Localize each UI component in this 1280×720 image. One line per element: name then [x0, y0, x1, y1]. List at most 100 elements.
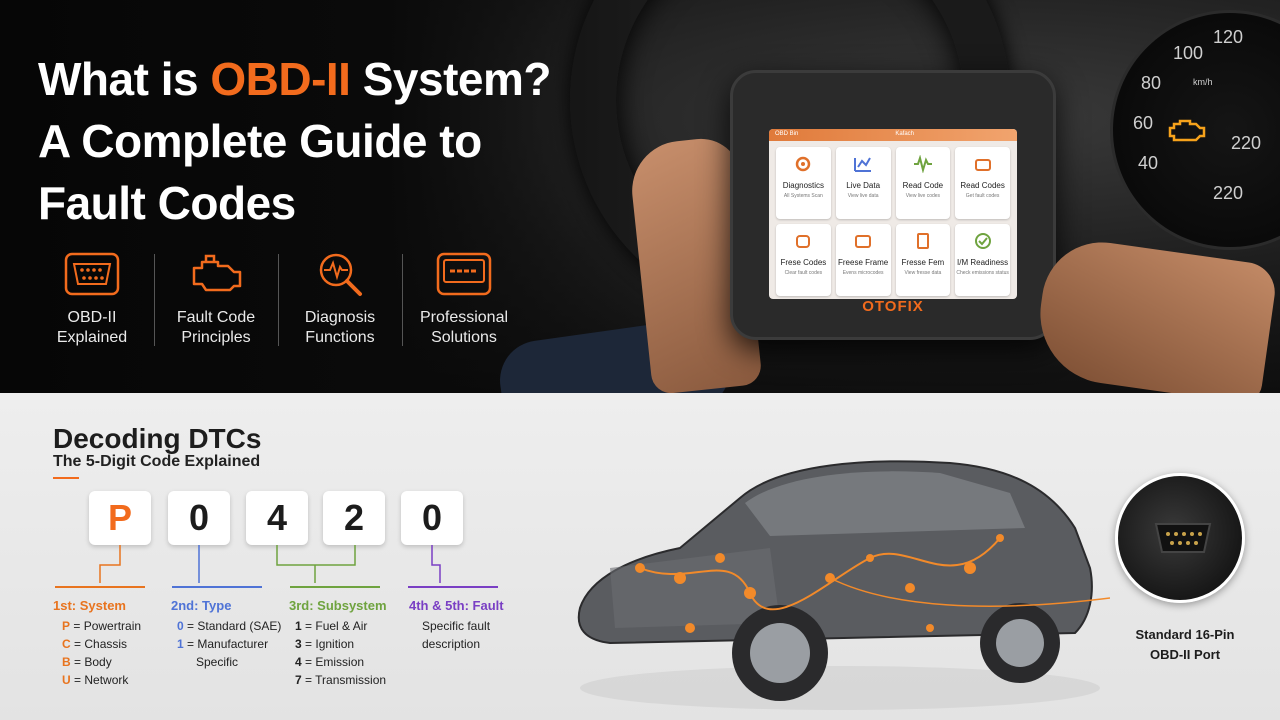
tile-im-readiness[interactable]: I/M Readiness Check emissions status — [955, 224, 1010, 296]
feature-label: Professional Solutions — [419, 309, 509, 346]
chart-icon — [854, 157, 872, 172]
title-accent: OBD-II — [210, 53, 351, 105]
col-fault-head: 4th & 5th: Fault — [409, 598, 504, 613]
gauge-mark: 220 — [1213, 183, 1244, 203]
screen-status-bar: OBD Bin Kafach — [769, 129, 1017, 141]
tile-name: Freese Frame — [838, 258, 889, 267]
port-label-line2: OBD-II Port — [1149, 647, 1221, 662]
engine-icon — [192, 254, 242, 292]
gauge-unit: km/h — [1193, 77, 1213, 87]
list-item: 7 = Transmission — [295, 673, 387, 687]
tile-sub: View live codes — [905, 193, 941, 199]
feature-label: OBD-II Explained — [56, 309, 128, 346]
tile-diagnostics[interactable]: Diagnostics All Systems Scan — [776, 147, 831, 219]
tile-name: Read Code — [902, 181, 944, 190]
tile-sub: Check emissions status — [956, 270, 1009, 276]
screen-title: Kafach — [895, 131, 915, 137]
tablet-screen: OBD Bin Kafach Diagnostics All Systems S… — [769, 129, 1017, 299]
feature-diagnosis: Diagnosis Functions — [278, 250, 402, 360]
erase-icon — [796, 235, 811, 248]
col-system-head: 1st: System — [53, 598, 126, 613]
digit-connectors — [55, 545, 498, 588]
list-item: Specific — [196, 655, 239, 669]
obd-port-label: Standard 16-Pin OBD-II Port — [1110, 625, 1260, 665]
list-item: B = Body — [62, 655, 112, 669]
tile-sub: Clear fault codes — [784, 270, 823, 276]
digit-5: 0 — [401, 491, 463, 545]
check-engine-icon — [1168, 119, 1206, 142]
feature-label: Fault Code Principles — [176, 309, 256, 346]
magnifier-waveform-icon — [319, 253, 362, 296]
gauge-mark: 80 — [1141, 73, 1162, 93]
document-icon — [916, 233, 929, 249]
gauge-mark: 220 — [1231, 133, 1262, 153]
list-item: 3 = Ignition — [295, 637, 355, 651]
snapshot-icon — [855, 235, 872, 248]
gauge-mark: 100 — [1173, 43, 1204, 63]
feature-obd-explained: OBD-II Explained — [30, 250, 154, 360]
digit-2: 0 — [168, 491, 230, 545]
tile-live-data[interactable]: Live Data View live data — [835, 147, 891, 219]
app-tiles: Diagnostics All Systems Scan Live Data V… — [769, 141, 1017, 299]
tile-sub: Evens microcodes — [842, 270, 884, 276]
obd-port-icon — [1154, 523, 1212, 553]
list-item: description — [422, 637, 481, 651]
tile-name: I/M Readiness — [957, 258, 1009, 267]
hero-section: 40 60 80 100 120 220 220 km/h OBD Bin Ka… — [0, 0, 1280, 393]
list-item: U = Network — [62, 673, 129, 687]
digit-1: P — [89, 491, 151, 545]
feature-professional: Professional Solutions — [402, 250, 526, 360]
tile-erase-codes[interactable]: Frese Codes Clear fault codes — [776, 224, 831, 296]
tile-name: Frese Codes — [780, 258, 827, 267]
tile-name: Fresse Fem — [901, 258, 945, 267]
tile-freeze-data[interactable]: Fresse Fem View fresse data — [895, 224, 951, 296]
title-part2: System? — [350, 53, 552, 105]
brand-logo: OTOFIX — [862, 298, 924, 315]
title-line2: A Complete Guide to — [38, 115, 482, 167]
scanner-tablet: OBD Bin Kafach Diagnostics All Systems S… — [730, 70, 1056, 340]
tile-freeze-frame[interactable]: Freese Frame Evens microcodes — [835, 224, 891, 296]
list-item: C = Chassis — [62, 637, 128, 651]
subtitle-underline — [53, 477, 79, 479]
tile-sub: View live data — [847, 193, 879, 199]
tile-sub: All Systems Scan — [783, 193, 823, 199]
gear-icon — [796, 156, 811, 172]
dtc-subtitle: The 5-Digit Code Explained — [53, 453, 261, 470]
title-line3: Fault Codes — [38, 177, 296, 229]
title-part1: What is — [38, 53, 211, 105]
scanner-device-icon — [436, 252, 492, 296]
car-xray-image — [577, 460, 1110, 710]
list-item: 4 = Emission — [295, 655, 365, 669]
tile-name: Live Data — [846, 181, 881, 190]
list-item: 1 = Manufacturer — [177, 637, 269, 651]
obd-connector-icon — [64, 252, 120, 296]
gauge-mark: 120 — [1213, 27, 1244, 47]
col-subsystem-head: 3rd: Subsystem — [289, 598, 387, 613]
page-title: What is OBD-II System? A Complete Guide … — [38, 48, 658, 234]
col-type-head: 2nd: Type — [171, 598, 232, 613]
tile-sub: View fresse data — [904, 270, 942, 276]
list-item: 1 = Fuel & Air — [295, 619, 368, 633]
gauge-mark: 60 — [1133, 113, 1154, 133]
tile-read-codes[interactable]: Read Codes Get fault codes — [955, 147, 1010, 219]
feature-list: OBD-II Explained Fault Code Principles D… — [30, 250, 550, 360]
engine-icon — [974, 159, 991, 171]
tile-name: Diagnostics — [782, 181, 825, 190]
dtc-title: Decoding DTCs — [53, 423, 262, 454]
gauge-mark: 40 — [1138, 153, 1159, 173]
hero-fade — [0, 0, 640, 393]
screen-left-label: OBD Bin — [775, 131, 799, 137]
tile-read-code[interactable]: Read Code View live codes — [895, 147, 951, 219]
right-hand-image — [1031, 234, 1279, 393]
digit-3: 4 — [246, 491, 308, 545]
tile-name: Read Codes — [960, 181, 1005, 190]
feature-fault-code: Fault Code Principles — [154, 250, 278, 360]
list-item: Specific fault — [422, 619, 491, 633]
port-label-line1: Standard 16-Pin — [1135, 627, 1235, 642]
digit-4: 2 — [323, 491, 385, 545]
waveform-icon — [913, 155, 932, 173]
obd-port-zoom-image — [1115, 473, 1245, 603]
dtc-section: Decoding DTCs The 5-Digit Code Explained… — [0, 393, 1280, 720]
list-item: P = Powertrain — [62, 619, 142, 633]
tile-sub: Get fault codes — [965, 193, 1000, 199]
